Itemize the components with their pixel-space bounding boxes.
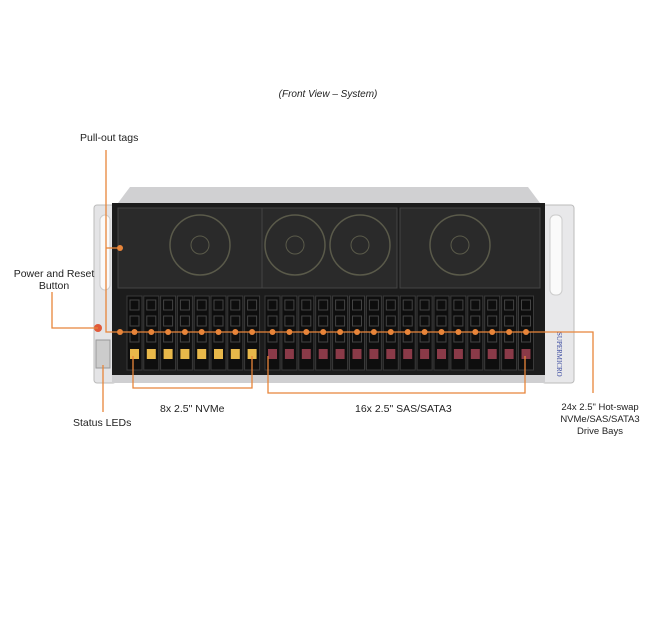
drive-latch	[163, 349, 173, 359]
sas-label: 16x 2.5" SAS/SATA3	[355, 403, 452, 415]
top-cover	[118, 187, 540, 203]
callout-dot	[181, 329, 188, 335]
callout-dot	[232, 329, 239, 335]
fan-icon	[264, 214, 326, 276]
callout-dot	[198, 329, 205, 335]
drive-latch	[230, 349, 240, 359]
bays-label-line1: 24x 2.5" Hot-swap	[561, 402, 639, 413]
fan-hub	[350, 235, 370, 255]
drive-bays-label: 24x 2.5" Hot-swap NVMe/SAS/SATA3 Drive B…	[545, 402, 650, 438]
fan-hub	[190, 235, 210, 255]
callout-dot	[472, 329, 479, 335]
drive-latch	[146, 349, 156, 359]
drive-latch	[197, 349, 207, 359]
drive-latch	[369, 349, 379, 359]
callout-lines	[51, 150, 594, 412]
drive-latch	[470, 349, 480, 359]
callout-dot	[337, 329, 344, 335]
drive-latch	[335, 349, 345, 359]
drive-latch	[437, 349, 446, 359]
callout-dot	[320, 329, 327, 335]
fan-module	[117, 207, 264, 289]
drive-latch	[180, 349, 190, 359]
right-handle	[549, 214, 563, 296]
drive-latch	[268, 349, 277, 359]
status-leds-label: Status LEDs	[73, 417, 132, 429]
drive-latch	[386, 349, 396, 359]
callout-dot	[506, 329, 513, 335]
drive-latch	[487, 349, 497, 359]
callout-dot	[117, 245, 123, 251]
callout-dot	[404, 329, 411, 335]
callout-dot	[438, 329, 445, 335]
callout-dot	[354, 329, 360, 335]
fan-icon	[169, 214, 231, 276]
figure-title: (Front View – System)	[278, 89, 378, 100]
callout-dot	[421, 329, 428, 335]
fan-hub	[285, 235, 305, 255]
drive-latch	[504, 349, 514, 359]
callout-dot	[523, 329, 529, 335]
callout-dot	[303, 329, 310, 335]
fan-module	[399, 207, 541, 289]
callout-dot	[286, 329, 293, 335]
callout-dot	[455, 329, 462, 335]
power-reset-label: Power and Reset Button	[10, 268, 98, 292]
callout-dot	[148, 329, 155, 335]
power-label-line1: Power and Reset	[13, 268, 95, 280]
bays-label-line3: Drive Bays	[577, 426, 623, 437]
callout-dot	[131, 329, 138, 335]
fan-section	[117, 207, 541, 289]
drive-latch	[521, 349, 531, 359]
drive-latch	[352, 349, 362, 359]
drive-latch	[403, 349, 413, 359]
drive-latch	[453, 349, 463, 359]
callout-dot	[269, 329, 276, 335]
callout-dot	[117, 329, 123, 335]
brand-logo: SUPERMICRO	[555, 332, 563, 377]
callout-dot	[387, 329, 394, 335]
callout-dot	[370, 329, 377, 335]
fan-icon	[429, 214, 491, 276]
drive-latch	[301, 349, 311, 359]
drive-latch	[420, 349, 430, 359]
left-handle	[99, 214, 111, 291]
fan-icon	[329, 214, 391, 276]
callout-dot	[249, 329, 256, 335]
bays-label-line2: NVMe/SAS/SATA3	[560, 414, 640, 425]
callout-dot	[165, 329, 172, 335]
fan-hub	[450, 235, 470, 255]
drive-latch	[318, 349, 328, 359]
pullout-tags-label: Pull-out tags	[80, 132, 139, 144]
power-label-line2: Button	[38, 280, 70, 292]
status-led-panel	[95, 339, 111, 369]
callout-dot	[215, 329, 222, 335]
drive-latch	[247, 349, 257, 359]
drive-latch	[130, 349, 139, 359]
drive-latch	[214, 349, 223, 359]
nvme-label: 8x 2.5" NVMe	[160, 403, 225, 415]
drive-latch	[284, 349, 294, 359]
callout-dot	[489, 329, 496, 335]
